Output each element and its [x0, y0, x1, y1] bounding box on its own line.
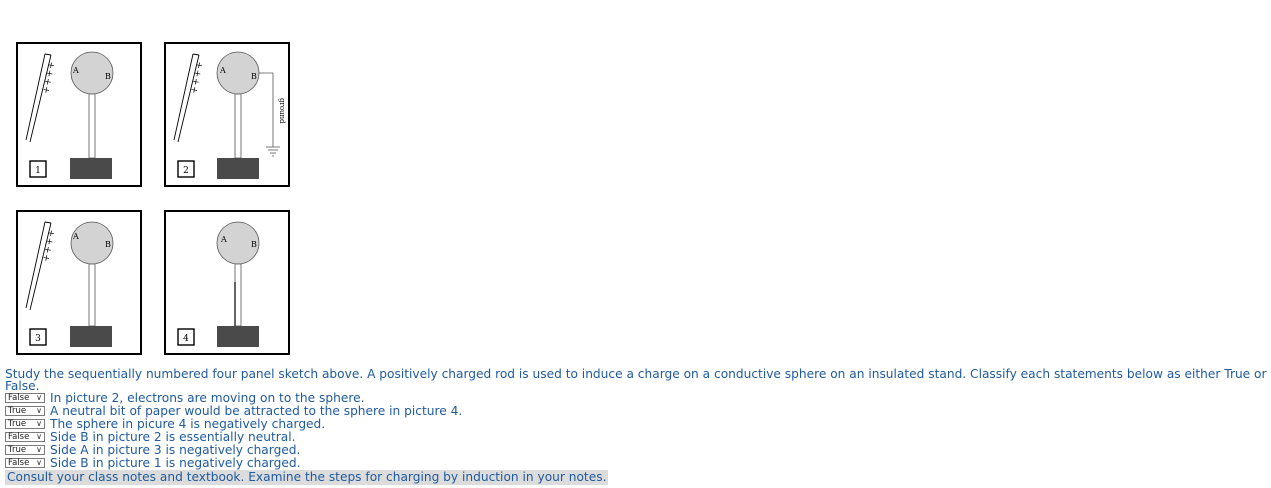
stand-base: [70, 326, 112, 347]
panel-number-box: [29, 328, 47, 346]
figure-panel-2: + + + + A B ground 2: [164, 42, 290, 187]
panel-number-box: [177, 160, 195, 178]
panel-number: 1: [35, 166, 41, 176]
ground-label: ground: [278, 98, 286, 124]
true-false-dropdown[interactable]: True ∨: [5, 419, 45, 429]
panel-number-box: [29, 160, 47, 178]
insulated-stand: [88, 93, 96, 159]
side-a-label: A: [220, 235, 227, 244]
side-b-label: B: [251, 240, 257, 249]
side-a-label: A: [72, 66, 79, 75]
dropdown-value: False: [8, 458, 30, 468]
panel-number: 4: [183, 334, 189, 344]
statement-row: False ∨ Side B in picture 2 is essential…: [5, 430, 296, 444]
statement-row: True ∨ The sphere in picure 4 is negativ…: [5, 417, 326, 431]
side-b-label: B: [105, 72, 111, 81]
stand-base: [217, 158, 259, 179]
chevron-down-icon: ∨: [36, 393, 42, 402]
panel-number-box: [177, 328, 195, 346]
panel-number: 2: [183, 166, 189, 176]
dropdown-value: True: [8, 445, 27, 455]
charged-rod: [173, 53, 200, 143]
statement-row: True ∨ A neutral bit of paper would be a…: [5, 404, 463, 418]
side-a-label: A: [219, 66, 226, 75]
question-intro: Study the sequentially numbered four pan…: [5, 367, 1267, 393]
true-false-dropdown[interactable]: True ∨: [5, 445, 45, 455]
statement-row: False ∨ In picture 2, electrons are movi…: [5, 391, 365, 405]
insulated-stand: [234, 263, 242, 327]
ground-wire: [259, 72, 280, 157]
true-false-dropdown[interactable]: True ∨: [5, 406, 45, 416]
side-a-label: A: [72, 232, 79, 241]
stand-base: [217, 326, 259, 347]
insulated-stand: [88, 263, 96, 327]
true-false-dropdown[interactable]: False ∨: [5, 393, 45, 403]
charged-rod: [25, 53, 52, 143]
insulated-stand: [234, 93, 242, 159]
chevron-down-icon: ∨: [36, 406, 42, 415]
statement-text: Side B in picture 2 is essentially neutr…: [50, 430, 296, 444]
figure-panel-3: + + + + A B 3: [16, 210, 142, 355]
statement-row: False ∨ Side B in picture 1 is negativel…: [5, 456, 301, 470]
statement-text: Side A in picture 3 is negatively charge…: [50, 443, 301, 457]
feedback-hint: Consult your class notes and textbook. E…: [5, 470, 609, 485]
stand-base: [70, 158, 112, 179]
dropdown-value: False: [8, 393, 30, 403]
side-b-label: B: [251, 72, 257, 81]
chevron-down-icon: ∨: [36, 419, 42, 428]
statement-text: A neutral bit of paper would be attracte…: [50, 404, 463, 418]
statement-row: True ∨ Side A in picture 3 is negatively…: [5, 443, 301, 457]
chevron-down-icon: ∨: [36, 432, 42, 441]
chevron-down-icon: ∨: [36, 458, 42, 467]
figure-panel-4: A B 4: [164, 210, 290, 355]
dropdown-value: True: [8, 406, 27, 416]
charged-rod: [25, 221, 52, 311]
chevron-down-icon: ∨: [36, 445, 42, 454]
panel-number: 3: [35, 334, 41, 344]
statement-text: In picture 2, electrons are moving on to…: [50, 391, 365, 405]
true-false-dropdown[interactable]: False ∨: [5, 458, 45, 468]
statement-text: Side B in picture 1 is negatively charge…: [50, 456, 301, 470]
statement-text: The sphere in picure 4 is negatively cha…: [50, 417, 326, 431]
side-b-label: B: [105, 240, 111, 249]
dropdown-value: True: [8, 419, 27, 429]
figure-panel-1: + + + + A B 1: [16, 42, 142, 187]
dropdown-value: False: [8, 432, 30, 442]
true-false-dropdown[interactable]: False ∨: [5, 432, 45, 442]
